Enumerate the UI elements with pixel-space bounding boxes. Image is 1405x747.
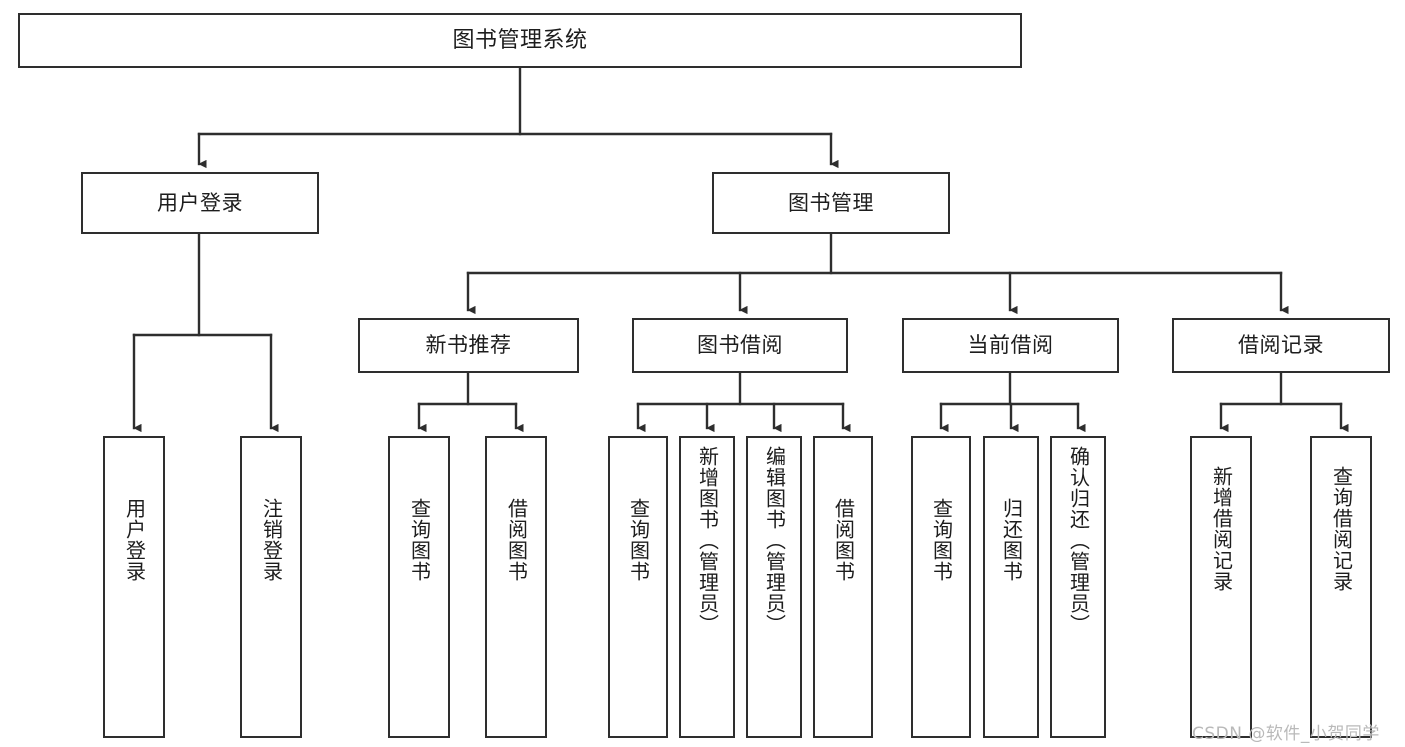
node-leaf-query-book-1-label: 查询图书 — [407, 498, 432, 582]
node-leaf-query-book-2-label: 查询图书 — [626, 498, 651, 582]
node-leaf-query-book-1[interactable]: 查询图书 — [388, 436, 450, 738]
node-user-login[interactable]: 用户登录 — [81, 172, 319, 234]
edges-user-login-to-leaves — [132, 232, 279, 433]
node-leaf-confirm-return-admin-label: 确认归还（管理员） — [1066, 446, 1091, 635]
node-borrow-record-label: 借阅记录 — [1238, 333, 1324, 358]
node-root-label: 图书管理系统 — [452, 27, 588, 53]
node-book-borrow[interactable]: 图书借阅 — [632, 318, 848, 373]
node-current-borrow[interactable]: 当前借阅 — [902, 318, 1119, 373]
node-borrow-record[interactable]: 借阅记录 — [1172, 318, 1390, 373]
node-current-borrow-label: 当前借阅 — [967, 333, 1054, 358]
node-new-book-recommend-label: 新书推荐 — [425, 333, 512, 358]
node-book-borrow-label: 图书借阅 — [697, 333, 783, 358]
node-leaf-add-book-admin[interactable]: 新增图书（管理员） — [679, 436, 735, 738]
node-leaf-borrow-book-1-label: 借阅图书 — [504, 498, 529, 582]
node-leaf-logout-login[interactable]: 注销登录 — [240, 436, 302, 738]
node-leaf-borrow-book-2-label: 借阅图书 — [831, 498, 856, 582]
node-leaf-confirm-return-admin[interactable]: 确认归还（管理员） — [1050, 436, 1106, 738]
edges-new-book-recommend-to-leaves — [417, 371, 524, 433]
node-leaf-user-login-label: 用户登录 — [122, 498, 147, 582]
node-leaf-borrow-book-1[interactable]: 借阅图书 — [485, 436, 547, 738]
node-leaf-query-book-2[interactable]: 查询图书 — [608, 436, 668, 738]
node-leaf-edit-book-admin[interactable]: 编辑图书（管理员） — [746, 436, 802, 738]
node-leaf-add-borrow-record-label: 新增借阅记录 — [1209, 466, 1234, 592]
node-leaf-query-book-3[interactable]: 查询图书 — [911, 436, 971, 738]
node-user-login-label: 用户登录 — [157, 190, 243, 215]
node-leaf-edit-book-admin-label: 编辑图书（管理员） — [762, 446, 787, 635]
node-root-book-management-system[interactable]: 图书管理系统 — [18, 13, 1022, 68]
node-leaf-return-book[interactable]: 归还图书 — [983, 436, 1039, 738]
edges-borrow-record-to-leaves — [1219, 371, 1349, 433]
csdn-watermark: CSDN @软件_小贺同学 — [1192, 724, 1380, 744]
node-book-management[interactable]: 图书管理 — [712, 172, 950, 234]
edges-current-borrow-to-leaves — [939, 371, 1086, 433]
node-leaf-borrow-book-2[interactable]: 借阅图书 — [813, 436, 873, 738]
edges-book-management-to-level3 — [466, 232, 1289, 315]
node-leaf-return-book-label: 归还图书 — [999, 498, 1024, 582]
node-new-book-recommend[interactable]: 新书推荐 — [358, 318, 579, 373]
edges-book-borrow-to-leaves — [636, 371, 851, 433]
node-leaf-add-book-admin-label: 新增图书（管理员） — [695, 446, 720, 635]
node-leaf-query-borrow-record[interactable]: 查询借阅记录 — [1310, 436, 1372, 738]
node-book-management-label: 图书管理 — [788, 190, 874, 215]
edges-root-to-level2 — [197, 66, 839, 169]
node-leaf-logout-login-label: 注销登录 — [259, 498, 284, 582]
node-leaf-user-login[interactable]: 用户登录 — [103, 436, 165, 738]
node-leaf-query-book-3-label: 查询图书 — [929, 498, 954, 582]
node-leaf-add-borrow-record[interactable]: 新增借阅记录 — [1190, 436, 1252, 738]
node-leaf-query-borrow-record-label: 查询借阅记录 — [1329, 466, 1354, 592]
